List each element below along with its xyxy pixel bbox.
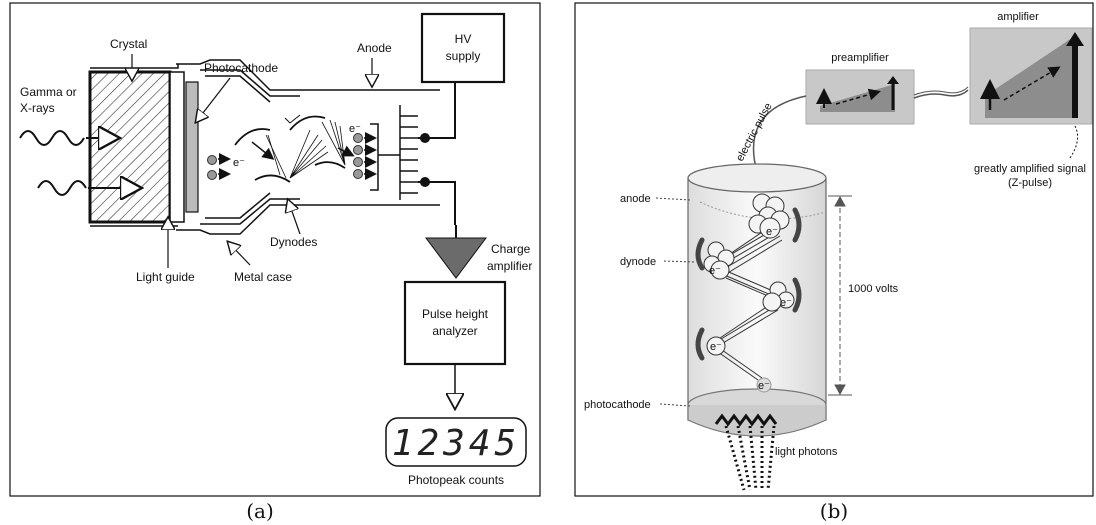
panel-b: amplifier preamplifier electric pulse gr… xyxy=(575,3,1093,496)
photocathode xyxy=(186,82,198,212)
pha-label-2: analyzer xyxy=(432,324,477,338)
electron-label-left: e⁻ xyxy=(233,157,245,169)
preamplifier-label: preamplifier xyxy=(831,52,889,64)
charge-amplifier-triangle xyxy=(426,238,486,278)
counter-value: 12345 xyxy=(392,423,520,464)
pulse-height-analyzer-box xyxy=(405,282,505,364)
light-guide xyxy=(170,72,184,222)
amplified-signal-label-1: greatly amplified signal xyxy=(974,163,1086,175)
dynodes-label: Dynodes xyxy=(270,235,317,249)
photocathode-label: Photocathode xyxy=(204,61,278,75)
anode-pins xyxy=(378,105,418,200)
light-guide-label: Light guide xyxy=(136,270,195,284)
photopeak-label: Photopeak counts xyxy=(408,473,504,487)
amplified-signal-label-2: (Z-pulse) xyxy=(1008,177,1052,189)
volts-label: 1000 volts xyxy=(848,283,899,295)
panel-a: e⁻ e⁻ xyxy=(10,3,540,496)
amplifier-box xyxy=(970,28,1092,124)
preamplifier-box xyxy=(806,70,914,124)
electron-label-1: e⁻ xyxy=(766,226,778,238)
hv-connector xyxy=(420,133,430,143)
voltage-dimension xyxy=(828,196,852,395)
photocathode-label-b: photocathode xyxy=(584,399,651,411)
dynode-label-b: dynode xyxy=(620,256,656,268)
electron-label-2: e⁻ xyxy=(709,265,721,277)
anode-label-b: anode xyxy=(620,193,651,205)
hv-supply-label-1: HV xyxy=(455,32,472,46)
pha-label-1: Pulse height xyxy=(422,307,489,321)
crystal xyxy=(90,72,170,222)
charge-amplifier-label-1: Charge xyxy=(491,242,531,256)
electron-label-right: e⁻ xyxy=(349,123,361,135)
electron-label-4: e⁻ xyxy=(710,341,722,353)
electron-label-5: e⁻ xyxy=(758,380,770,392)
anode-label: Anode xyxy=(357,41,392,55)
amplifier-label: amplifier xyxy=(997,11,1039,23)
caption-b: (b) xyxy=(820,499,848,523)
hv-supply-label-2: supply xyxy=(446,49,481,63)
caption-a: (a) xyxy=(246,499,274,523)
light-photons-label: light photons xyxy=(775,446,838,458)
gamma-label-1: Gamma or xyxy=(20,85,77,99)
gamma-rays xyxy=(20,131,86,195)
charge-amplifier-label-2: amplifier xyxy=(487,259,532,273)
dynodes xyxy=(235,115,345,182)
crystal-label: Crystal xyxy=(110,37,147,51)
metal-case-label: Metal case xyxy=(234,270,292,284)
signal-connector xyxy=(420,177,430,187)
wires xyxy=(418,82,455,225)
electrons-photocathode: e⁻ xyxy=(208,142,273,180)
electron-label-3: e⁻ xyxy=(780,297,792,309)
gamma-label-2: X-rays xyxy=(20,101,55,115)
hv-supply-box xyxy=(422,14,504,82)
